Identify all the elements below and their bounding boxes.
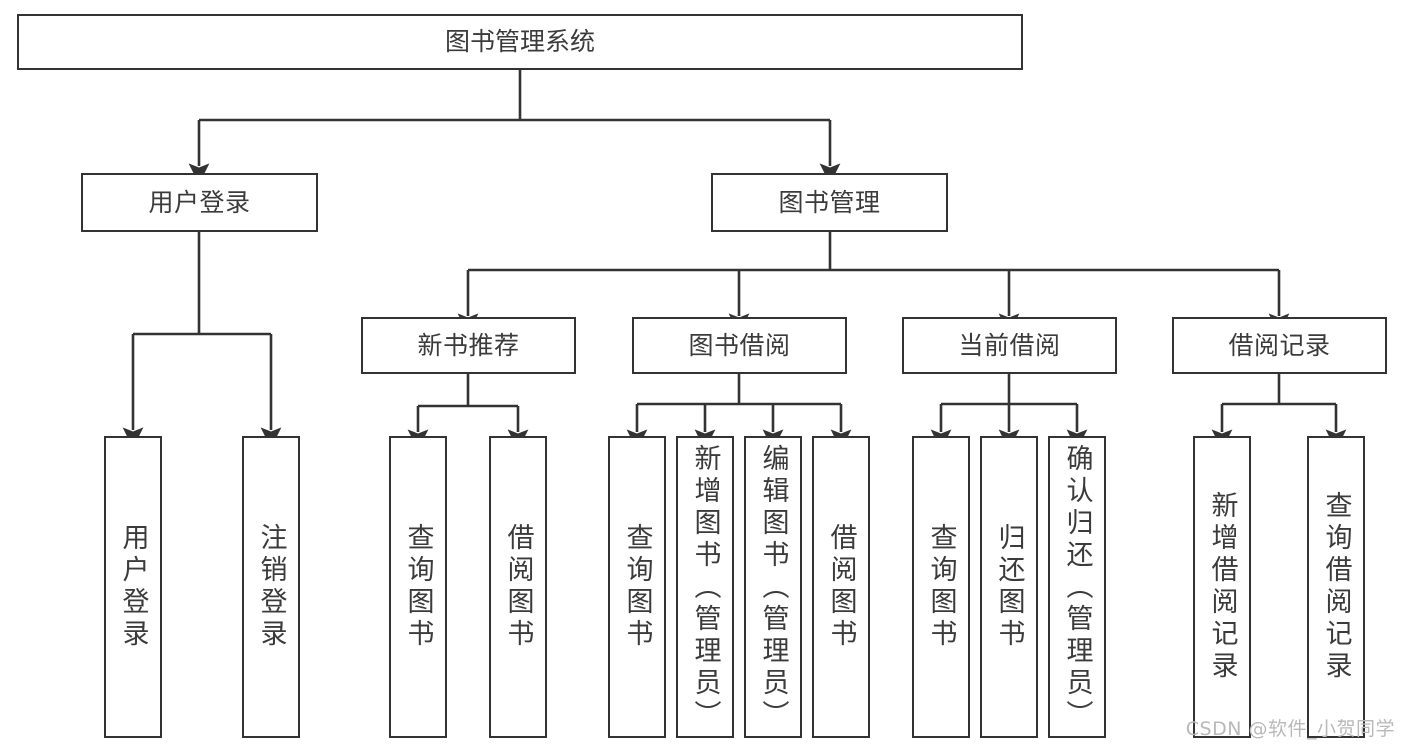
node-book-borrow[interactable]: 图书借阅: [632, 317, 847, 374]
leaf-label: 新增借阅记录: [1206, 491, 1238, 683]
node-current-borrow-label: 当前借阅: [958, 330, 1061, 360]
leaf-label: 确认归还（管理员）: [1061, 444, 1093, 732]
node-borrow-record-label: 借阅记录: [1228, 330, 1331, 360]
leaf-borrow-query-book[interactable]: 查询图书: [608, 436, 666, 738]
watermark: CSDN @软件_小贺同学: [1185, 718, 1395, 740]
leaf-label: 查询借阅记录: [1320, 491, 1352, 683]
node-user-login[interactable]: 用户登录: [81, 173, 318, 232]
node-book-borrow-label: 图书借阅: [688, 330, 791, 360]
leaf-record-add-record[interactable]: 新增借阅记录: [1193, 436, 1251, 738]
leaf-recommend-borrow-book[interactable]: 借阅图书: [489, 436, 547, 738]
node-book-management[interactable]: 图书管理: [711, 173, 948, 232]
node-borrow-record[interactable]: 借阅记录: [1172, 317, 1387, 374]
leaf-label: 用户登录: [117, 523, 149, 651]
leaf-label: 借阅图书: [825, 523, 857, 651]
leaf-label: 查询图书: [402, 523, 434, 651]
node-root[interactable]: 图书管理系统: [17, 14, 1023, 70]
leaf-user-login-login[interactable]: 用户登录: [104, 436, 162, 738]
leaf-label: 新增图书（管理员）: [689, 444, 721, 732]
node-new-book-recommend[interactable]: 新书推荐: [361, 317, 576, 374]
node-current-borrow[interactable]: 当前借阅: [902, 317, 1117, 374]
leaf-current-confirm-return-admin[interactable]: 确认归还（管理员）: [1048, 436, 1106, 738]
node-root-label: 图书管理系统: [444, 27, 595, 57]
node-new-book-recommend-label: 新书推荐: [417, 330, 520, 360]
leaf-label: 归还图书: [993, 523, 1025, 651]
node-user-login-label: 用户登录: [148, 187, 251, 217]
leaf-recommend-query-book[interactable]: 查询图书: [389, 436, 447, 738]
leaf-user-login-logout[interactable]: 注销登录: [242, 436, 300, 738]
leaf-label: 查询图书: [621, 523, 653, 651]
leaf-label: 注销登录: [255, 523, 287, 651]
leaf-borrow-add-book-admin[interactable]: 新增图书（管理员）: [676, 436, 734, 738]
leaf-current-query-book[interactable]: 查询图书: [912, 436, 970, 738]
leaf-label: 编辑图书（管理员）: [757, 444, 789, 732]
leaf-current-return-book[interactable]: 归还图书: [980, 436, 1038, 738]
leaf-borrow-edit-book-admin[interactable]: 编辑图书（管理员）: [744, 436, 802, 738]
leaf-label: 查询图书: [925, 523, 957, 651]
leaf-label: 借阅图书: [502, 523, 534, 651]
leaf-borrow-borrow-book[interactable]: 借阅图书: [812, 436, 870, 738]
leaf-record-query-record[interactable]: 查询借阅记录: [1307, 436, 1365, 738]
node-book-management-label: 图书管理: [778, 187, 881, 217]
